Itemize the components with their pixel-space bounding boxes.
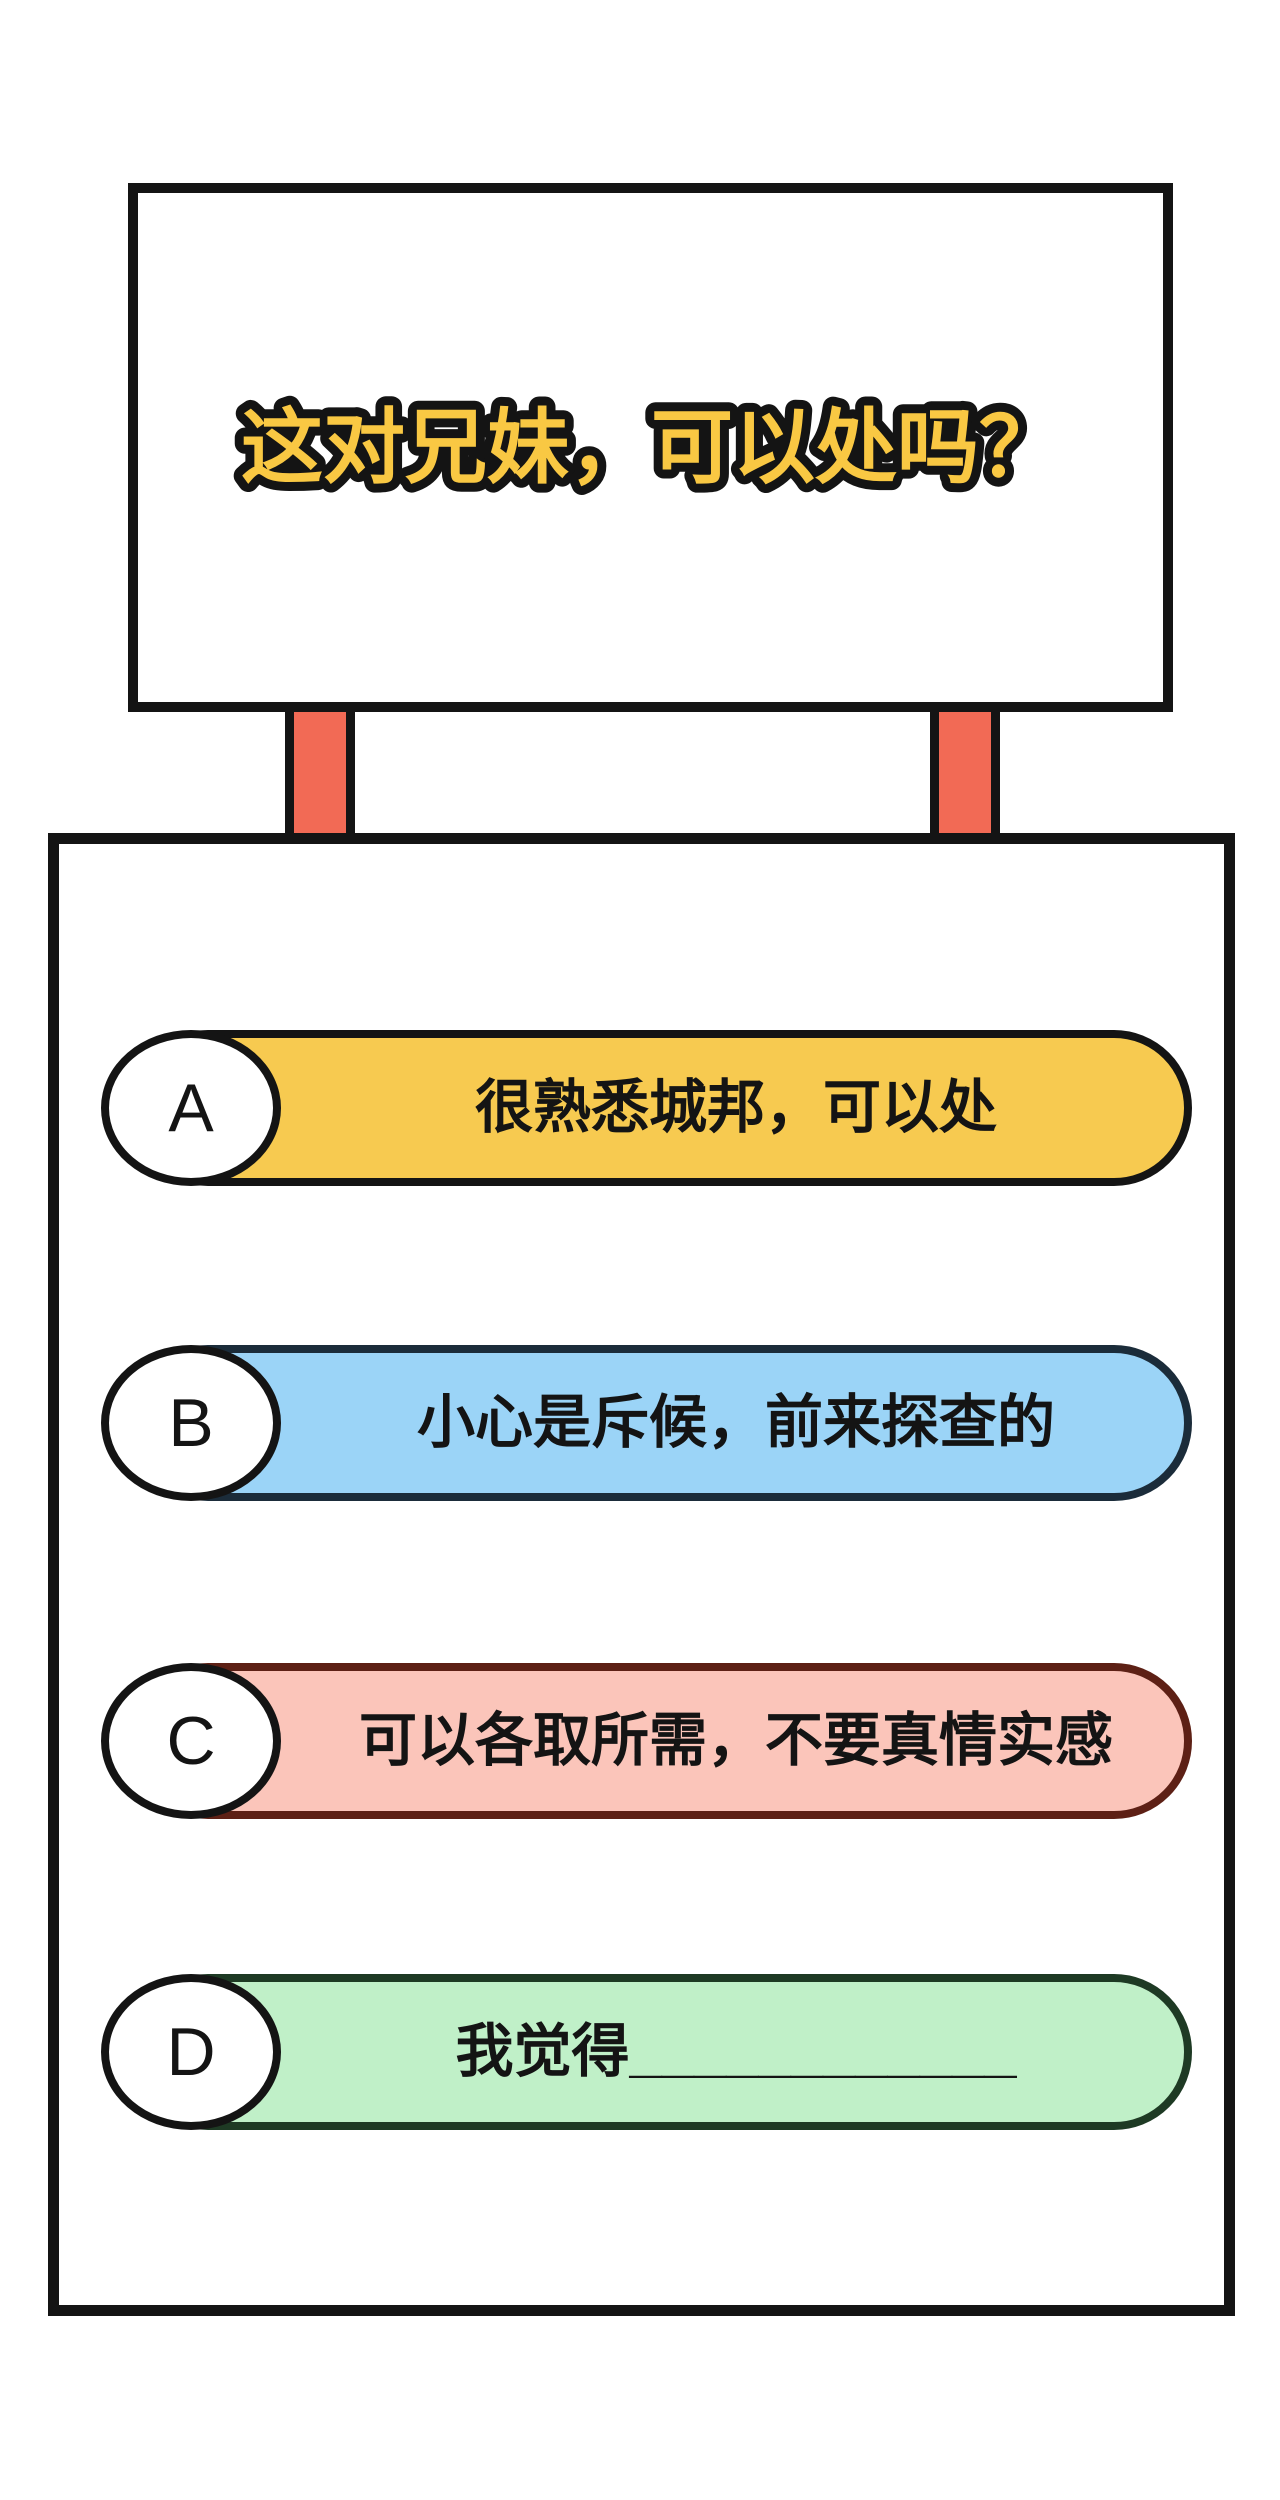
option-a-letter: A bbox=[168, 1070, 214, 1146]
option-c-label: 可以各取所需，不要真情实感 bbox=[358, 1708, 1113, 1773]
option-a-badge: A bbox=[101, 1030, 281, 1186]
question-sign-board: 这对兄妹，可以处吗？ bbox=[128, 183, 1173, 712]
poll-option-b[interactable]: B 小心是斥候，前来探查的 bbox=[101, 1345, 1192, 1501]
option-c-letter: C bbox=[166, 1703, 216, 1779]
option-b-badge: B bbox=[101, 1345, 281, 1501]
poll-option-d[interactable]: D 我觉得____________ bbox=[101, 1974, 1192, 2130]
option-d-badge: D bbox=[101, 1974, 281, 2130]
sign-post-left bbox=[285, 712, 355, 833]
option-d-letter: D bbox=[166, 2014, 216, 2090]
question-title-graphic: 这对兄妹，可以处吗？ bbox=[231, 393, 1069, 502]
sign-post-right bbox=[930, 712, 1000, 833]
option-b-letter: B bbox=[168, 1385, 214, 1461]
question-title: 这对兄妹，可以处吗？ bbox=[240, 402, 1060, 493]
poll-option-a[interactable]: A 很熟悉城邦，可以处 bbox=[101, 1030, 1192, 1186]
option-c-badge: C bbox=[101, 1663, 281, 1819]
option-b-label: 小心是斥候，前来探查的 bbox=[416, 1390, 1055, 1455]
poll-option-c[interactable]: C 可以各取所需，不要真情实感 bbox=[101, 1663, 1192, 1819]
option-d-label: 我觉得____________ bbox=[455, 2019, 1017, 2084]
option-a-label: 很熟悉城邦，可以处 bbox=[474, 1075, 997, 1140]
